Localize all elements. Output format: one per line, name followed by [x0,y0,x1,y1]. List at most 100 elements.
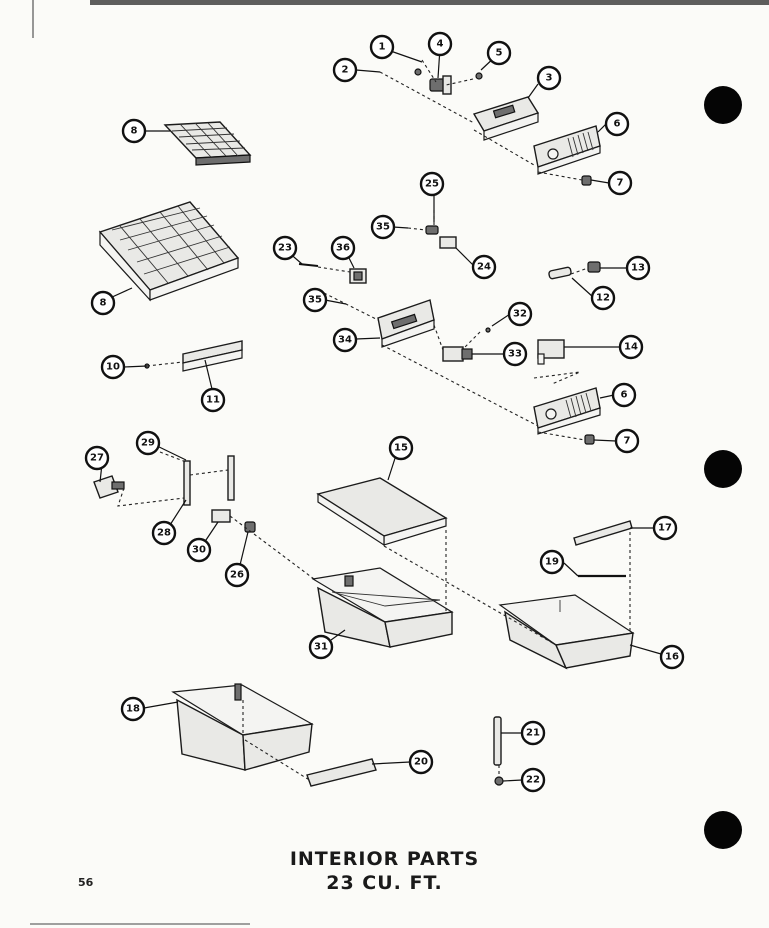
svg-text:7: 7 [624,436,631,447]
part-drawer-slide-brackets [93,455,256,533]
callout-29: 29 [135,430,161,456]
callout-13: 13 [625,255,651,281]
page-number: 56 [78,876,94,889]
part-control-panel-upper [533,125,601,175]
callout-30: 30 [186,537,212,563]
part-cover-bracket [537,339,565,365]
svg-text:24: 24 [477,262,491,273]
part-drawer-trim [573,520,633,578]
svg-text:1: 1 [379,42,386,53]
callout-8-ice-tray: 8 [121,118,147,144]
scan-top-edge [90,0,769,5]
svg-text:12: 12 [596,293,610,304]
svg-text:28: 28 [157,528,171,539]
callout-12: 12 [590,285,616,311]
svg-text:36: 36 [336,243,350,254]
svg-text:2: 2 [342,65,349,76]
svg-text:34: 34 [338,335,352,346]
diagram-subtitle: 23 CU. FT. [326,872,443,894]
callout-1: 1 [369,34,395,60]
part-control-housing-lower [377,299,435,348]
svg-text:31: 31 [314,642,328,653]
callout-3: 3 [536,65,562,91]
binder-hole-top [704,86,742,124]
callout-16: 16 [659,644,685,670]
svg-text:15: 15 [394,443,408,454]
callout-23: 23 [272,235,298,261]
part-lamp-socket [548,261,601,280]
callout-6-lower: 6 [611,382,637,408]
callout-18: 18 [120,696,146,722]
svg-text:22: 22 [526,775,540,786]
callout-33: 33 [502,341,528,367]
svg-text:6: 6 [614,119,621,130]
svg-text:7: 7 [617,178,624,189]
svg-text:5: 5 [496,48,503,59]
part-control-knob-assembly [414,68,483,95]
part-ice-tray [163,121,252,166]
svg-text:10: 10 [106,362,120,373]
svg-text:21: 21 [526,728,540,739]
part-vegetable-bin [171,683,314,771]
part-lamp-bulb-lower [584,434,595,445]
svg-text:26: 26 [230,570,244,581]
svg-text:30: 30 [192,545,206,556]
part-hinge-pin [493,716,504,786]
svg-text:3: 3 [546,73,553,84]
svg-text:8: 8 [131,126,138,137]
part-freezer-shelf-tray [98,201,240,302]
part-meat-pan [498,594,635,670]
callout-4: 4 [427,31,453,57]
callout-24: 24 [471,254,497,280]
svg-text:35: 35 [308,295,322,306]
part-lamp-bulb-upper [581,175,592,186]
binder-hole-bottom [704,811,742,849]
callout-28: 28 [151,520,177,546]
part-shelf-rail [144,340,243,372]
part-switch-small [425,225,457,249]
callout-25: 25 [419,171,445,197]
svg-text:14: 14 [624,342,638,353]
diagram-title: INTERIOR PARTS [289,848,480,870]
callout-22: 22 [520,767,546,793]
scan-bottom-edge [30,923,250,925]
callout-14: 14 [618,334,644,360]
callout-7-lower: 7 [614,428,640,454]
callout-5: 5 [486,40,512,66]
callout-8-shelf: 8 [90,290,116,316]
callout-2: 2 [332,57,358,83]
callout-7-upper: 7 [607,170,633,196]
svg-text:8: 8 [100,298,107,309]
svg-text:35: 35 [376,222,390,233]
callout-20: 20 [408,749,434,775]
callout-10: 10 [100,354,126,380]
callout-32: 32 [507,301,533,327]
svg-text:11: 11 [206,395,220,406]
callout-35-lower: 35 [302,287,328,313]
callout-21: 21 [520,720,546,746]
part-bin-trim [306,758,377,787]
callout-11: 11 [200,387,226,413]
callout-31: 31 [308,634,334,660]
callout-36: 36 [330,235,356,261]
svg-text:33: 33 [508,349,522,360]
svg-text:17: 17 [658,523,672,534]
callout-6-upper: 6 [604,111,630,137]
part-crisper-drawer [311,567,454,648]
svg-text:25: 25 [425,179,439,190]
svg-text:18: 18 [126,704,140,715]
part-glass-shelf [316,477,448,547]
svg-text:27: 27 [90,453,104,464]
callout-27: 27 [84,445,110,471]
svg-text:16: 16 [665,652,679,663]
callout-19: 19 [539,549,565,575]
svg-text:13: 13 [631,263,645,274]
callout-35-upper: 35 [370,214,396,240]
callout-34: 34 [332,327,358,353]
svg-text:19: 19 [545,557,559,568]
svg-text:29: 29 [141,438,155,449]
callout-15: 15 [388,435,414,461]
svg-text:32: 32 [513,309,527,320]
